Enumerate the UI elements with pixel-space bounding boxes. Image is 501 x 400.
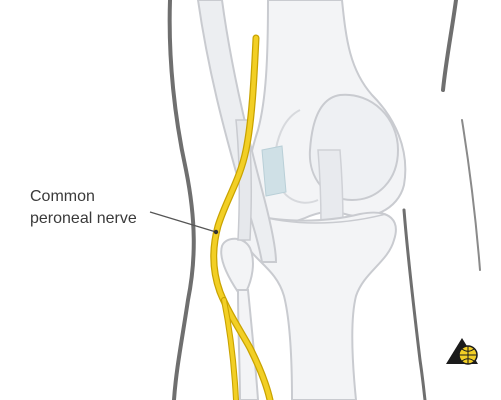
fibula-head (220, 237, 254, 293)
callout-leader-line (149, 211, 217, 233)
common-peroneal-nerve-fill (211, 35, 273, 400)
leg-outline-left (167, 0, 196, 400)
callout-label-line-1: Common (30, 188, 95, 205)
leg-outline-right-lower (402, 208, 427, 400)
callout-label-line-2: peroneal nerve (30, 210, 137, 227)
nerve-callout-label: Common peroneal nerve (30, 186, 180, 230)
lateral-meniscus (261, 145, 287, 197)
deep-peroneal-branch-fill (222, 298, 238, 400)
callout-leader-dot (213, 229, 219, 235)
leg-outline-right-lower-2 (461, 119, 481, 271)
publisher-triangle-globe-icon (446, 338, 478, 365)
leg-outline-right (441, 0, 458, 92)
tibia (240, 210, 397, 400)
